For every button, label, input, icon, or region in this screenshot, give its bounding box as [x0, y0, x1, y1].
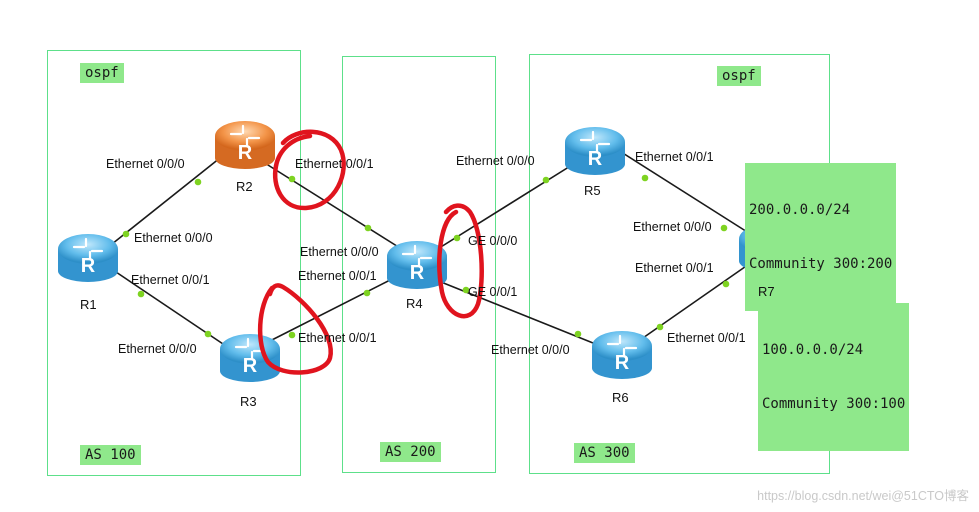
port-dots — [122, 174, 730, 339]
router-name-r3: R3 — [240, 394, 257, 409]
if-label-r7-e001: Ethernet 0/0/1 — [635, 261, 714, 275]
as300-tag: AS 300 — [574, 443, 635, 463]
port-dot — [722, 280, 730, 288]
if-label-r4-ge000: GE 0/0/0 — [468, 234, 518, 248]
router-letter: R — [588, 148, 603, 170]
link-r1-r3 — [109, 267, 233, 351]
as100-tag: AS 100 — [80, 445, 141, 465]
router-icon-r2: R — [215, 121, 275, 169]
router-icon-r1: R — [58, 234, 118, 282]
port-dot — [122, 230, 130, 238]
router-icon-r3: R — [220, 334, 280, 382]
link-r5-r7 — [617, 149, 753, 236]
port-dot — [364, 224, 372, 232]
port-dot — [363, 289, 371, 297]
router-name-r4: R4 — [406, 296, 423, 311]
as200-box — [342, 56, 496, 473]
if-label-r6-e000: Ethernet 0/0/0 — [491, 343, 570, 357]
router-name-r7: R7 — [758, 284, 775, 299]
ospf-tag-as300: ospf — [717, 66, 761, 86]
if-label-r4-ge001: GE 0/0/1 — [468, 285, 518, 299]
router-icon-r4: R — [387, 241, 447, 289]
link-r4-r5 — [435, 159, 581, 251]
annotation-loop-r4-ge — [437, 203, 484, 319]
port-dot — [462, 286, 470, 294]
route-prefix-200: 200.0.0.0/24 — [749, 202, 851, 218]
route-community-100: Community 300:100 — [762, 396, 906, 412]
if-label-r2-e001: Ethernet 0/0/1 — [295, 157, 374, 171]
router-icon-r5: R — [565, 127, 625, 175]
router-letter: R — [81, 255, 96, 277]
port-dot — [288, 175, 296, 183]
port-dot — [720, 224, 728, 232]
port-dot — [453, 234, 461, 242]
link-r2-r4 — [259, 159, 401, 249]
if-label-r3-e000: Ethernet 0/0/0 — [118, 342, 197, 356]
if-label-r1-e001: Ethernet 0/0/1 — [131, 273, 210, 287]
ospf-tag-as100: ospf — [80, 63, 124, 83]
router-letter: R — [615, 352, 630, 374]
port-dot — [574, 330, 582, 338]
as200-tag: AS 200 — [380, 442, 441, 462]
router-letter: R — [410, 262, 425, 284]
as100-box — [47, 50, 301, 476]
router-name-r5: R5 — [584, 183, 601, 198]
if-label-r5-e000: Ethernet 0/0/0 — [456, 154, 535, 168]
if-label-r6-e001: Ethernet 0/0/1 — [667, 331, 746, 345]
port-dot — [194, 178, 202, 186]
port-dot — [641, 174, 649, 182]
annotation-circle-r2 — [272, 129, 346, 211]
if-label-r2-e000: Ethernet 0/0/0 — [106, 157, 185, 171]
router-icon-r6: R — [592, 331, 652, 379]
red-annotations — [257, 129, 484, 375]
if-label-r4-e001: Ethernet 0/0/1 — [298, 269, 377, 283]
if-label-r5-e001: Ethernet 0/0/1 — [635, 150, 714, 164]
if-label-r3-e001: Ethernet 0/0/1 — [298, 331, 377, 345]
port-dot — [137, 290, 145, 298]
router-name-r2: R2 — [236, 179, 253, 194]
route-tag-200: 200.0.0.0/24 Community 300:200 — [745, 163, 897, 311]
router-letter: R — [238, 142, 253, 164]
if-label-r4-e000: Ethernet 0/0/0 — [300, 245, 379, 259]
annotation-loop-r3 — [257, 283, 333, 375]
port-dot — [656, 323, 664, 331]
port-dot — [204, 330, 212, 338]
router-name-r1: R1 — [80, 297, 97, 312]
route-prefix-100: 100.0.0.0/24 — [762, 342, 864, 358]
route-community-200: Community 300:200 — [749, 256, 893, 272]
router-name-r6: R6 — [612, 390, 629, 405]
route-tag-100: 100.0.0.0/24 Community 300:100 — [758, 303, 910, 451]
port-dot — [542, 176, 550, 184]
watermark: https://blog.csdn.net/wei@51CTO博客 — [757, 489, 969, 503]
link-r3-r4 — [261, 274, 401, 346]
if-label-r7-e000: Ethernet 0/0/0 — [633, 220, 712, 234]
router-letter: R — [243, 355, 258, 377]
if-label-r1-e000: Ethernet 0/0/0 — [134, 231, 213, 245]
port-dot — [288, 331, 296, 339]
